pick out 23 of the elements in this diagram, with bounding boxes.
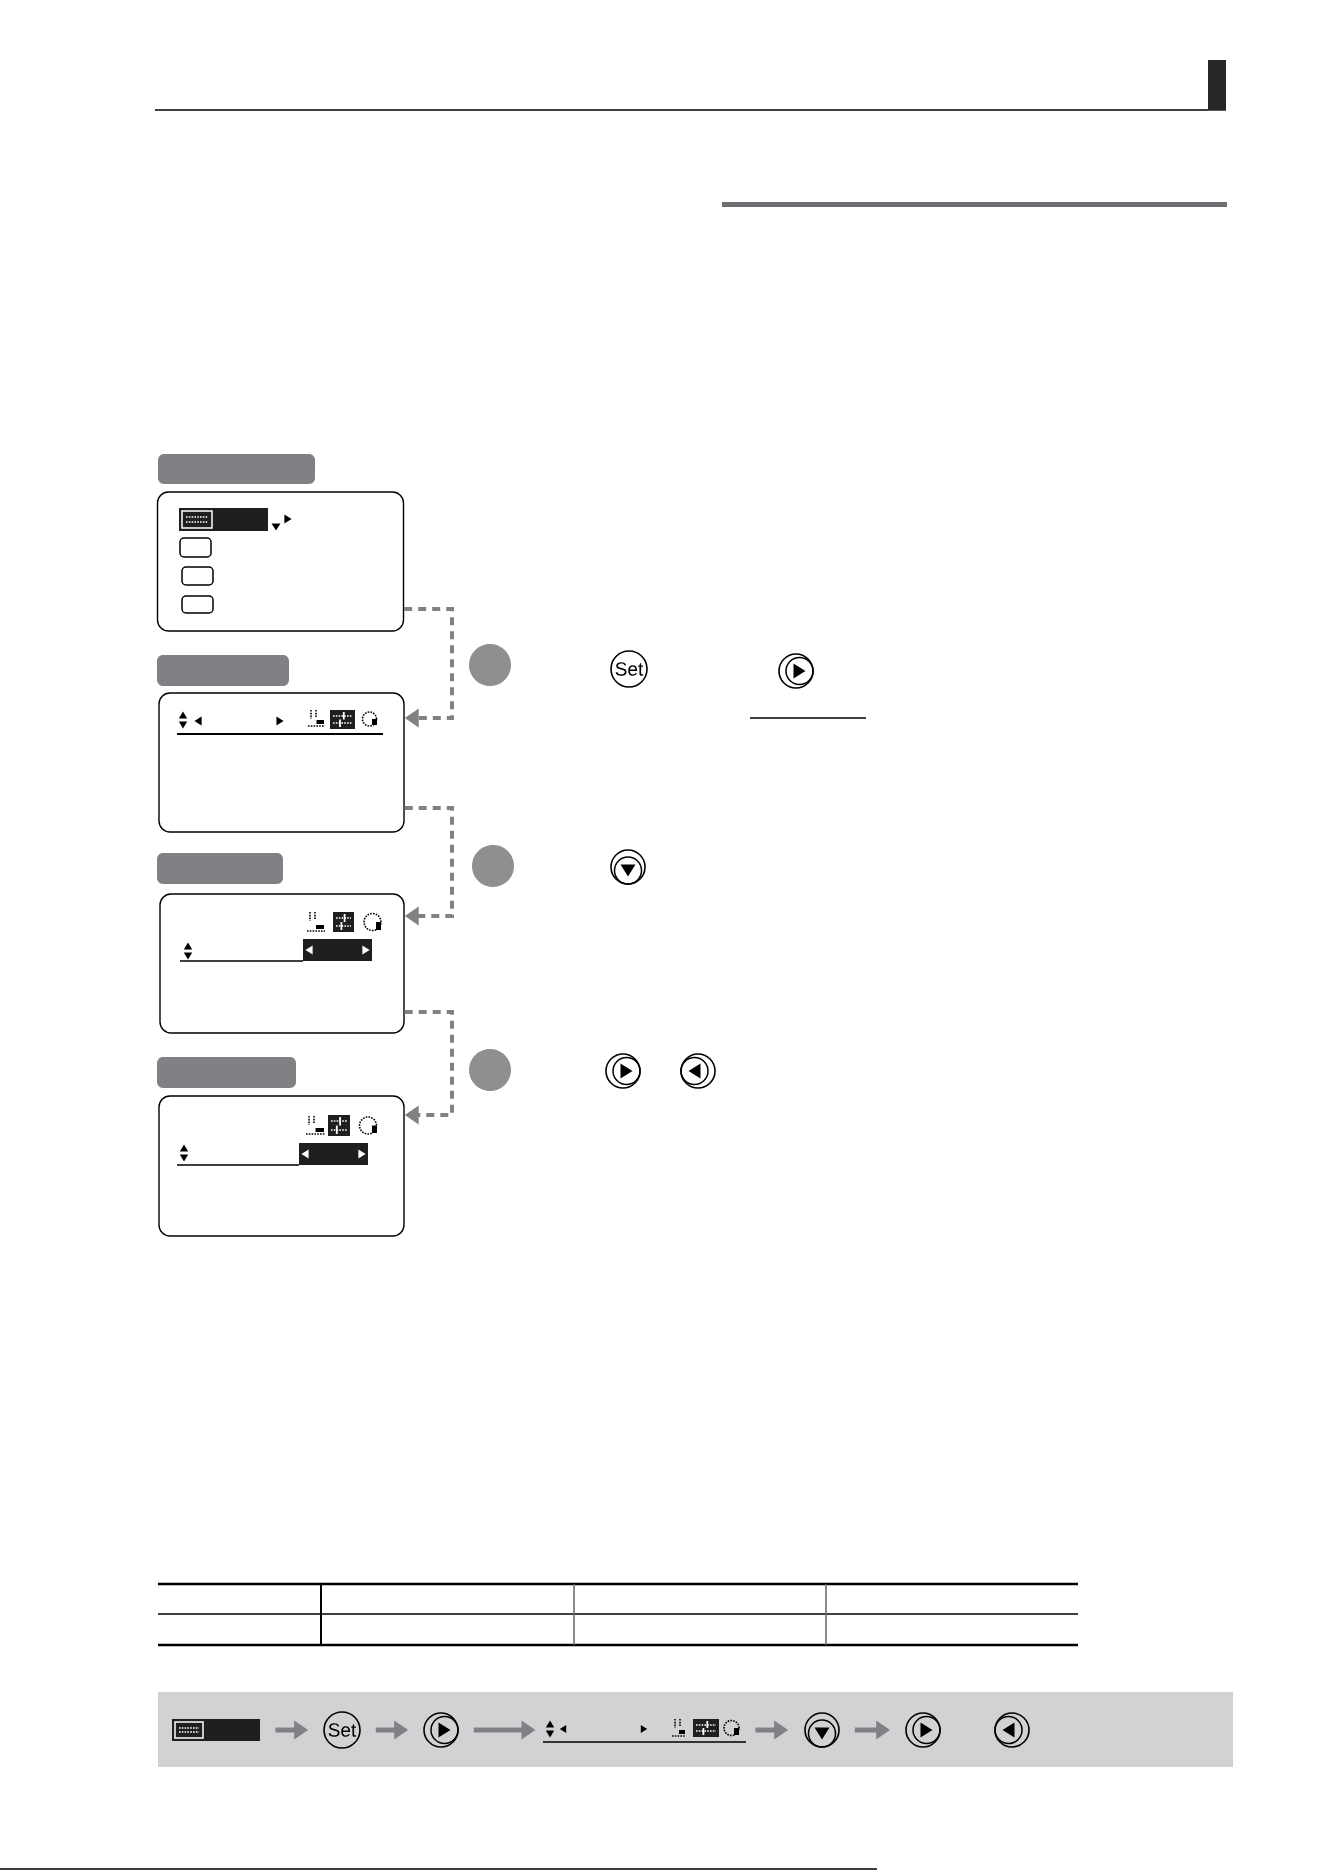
dashed-arrow <box>404 607 454 728</box>
dashed-arrow <box>404 806 454 926</box>
lcd-screen <box>158 1095 405 1237</box>
title-tab <box>157 655 289 686</box>
lcd-screen <box>159 893 405 1034</box>
title-tab <box>158 454 315 484</box>
arrow-button <box>778 653 814 689</box>
round-button: Set <box>323 1711 361 1749</box>
arrow-button <box>610 849 646 885</box>
arrow-button <box>423 1712 459 1748</box>
arrow-button <box>605 1053 641 1089</box>
arrow-button <box>804 1712 840 1748</box>
dashed-arrow <box>404 1010 454 1125</box>
title-tab <box>157 1057 296 1088</box>
arrow-button <box>905 1712 941 1748</box>
highlighted-row <box>172 1719 260 1741</box>
round-button: Set <box>610 650 648 688</box>
lcd-screen <box>156 491 405 632</box>
lcd-screen <box>158 692 405 833</box>
arrow-button <box>680 1053 716 1089</box>
arrow-button <box>994 1712 1030 1748</box>
title-tab <box>157 853 283 884</box>
menu-line-picture <box>542 1718 747 1743</box>
